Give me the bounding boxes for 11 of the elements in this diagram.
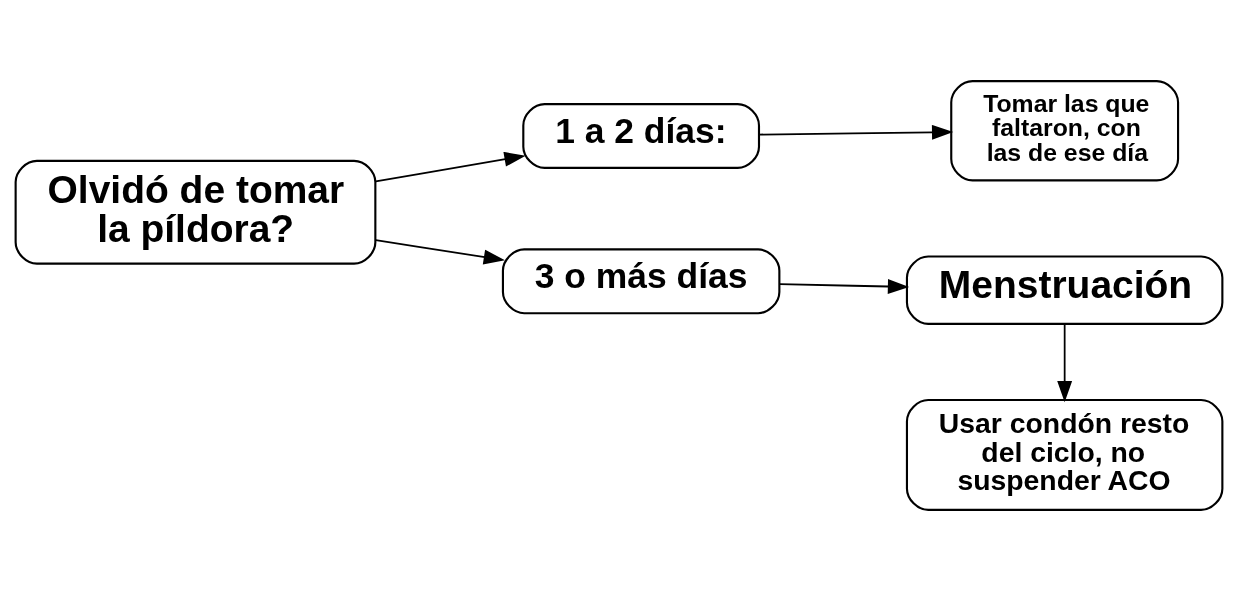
arrow: [1057, 323, 1073, 403]
node-box: 1 a 2 días:: [522, 103, 761, 169]
node-box: Menstruación: [905, 255, 1224, 325]
node-box: Olvidó de tomar la píldora?: [14, 159, 377, 265]
arrow: [758, 124, 954, 140]
arrow: [778, 279, 910, 294]
node-box: Tomar las que faltaron, con las de ese día: [950, 80, 1180, 182]
arrow: [374, 151, 526, 183]
node-box: Usar condón resto del ciclo, no suspender ACO: [905, 399, 1224, 511]
arrow: [374, 239, 505, 265]
node-box: 3 o más días: [501, 248, 781, 315]
